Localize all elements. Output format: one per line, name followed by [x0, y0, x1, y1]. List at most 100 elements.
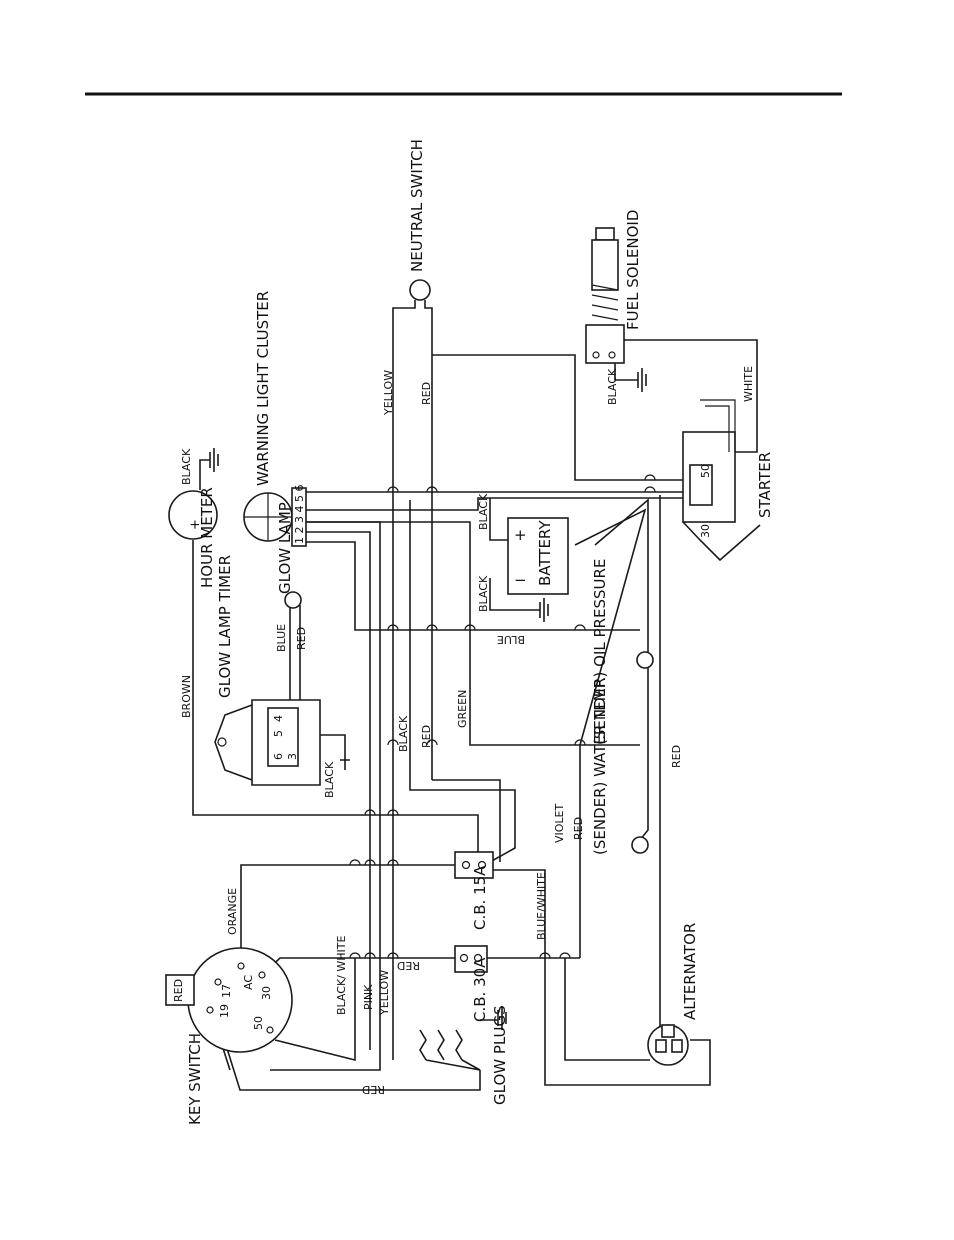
red-wire-sender	[574, 508, 647, 958]
timer-pin-3: 3	[286, 753, 299, 760]
warning-light-terminals: 1 2 3 4 5 6	[293, 485, 306, 544]
ground-icon	[637, 368, 647, 392]
green-wire	[305, 521, 640, 746]
alternator-terminal-l	[655, 1039, 667, 1053]
solenoid-coil	[591, 284, 619, 321]
starter-terminal-50: 50	[699, 464, 712, 478]
wire-label-black-timer: BLACK	[323, 761, 336, 798]
wire-label-blue-oil: BLUE	[497, 633, 525, 646]
wire-label-white: WHITE	[742, 366, 755, 402]
wire-crossovers	[349, 474, 656, 959]
crossover	[539, 952, 551, 959]
oil-sender-symbol	[636, 651, 654, 669]
water-temp-sender: (SENDER) WATER TEMP.	[591, 677, 649, 855]
wire-label-brown: BROWN	[180, 675, 193, 718]
key-switch-tab	[165, 974, 195, 1006]
cb30-terminal	[473, 953, 483, 963]
black-wire-cb15	[409, 500, 516, 863]
key-switch-label: KEY SWITCH	[186, 1033, 204, 1125]
alternator-terminal-b	[661, 1024, 675, 1038]
timer-pin-4: 4	[272, 715, 285, 722]
crossover	[574, 624, 586, 631]
wire-label-black-bat-pos: BLACK	[477, 493, 490, 530]
crossover	[426, 624, 438, 631]
wire-label-green: GREEN	[456, 690, 469, 728]
glow-lamp-label: GLOW LAMP	[276, 502, 294, 594]
glow-plug-bus	[425, 1059, 481, 1071]
starter: 50 30 STARTER	[682, 399, 774, 562]
battery-minus: −	[514, 571, 527, 589]
key-label-19: 19	[218, 1004, 231, 1018]
wire-label-red-key: RED	[172, 979, 185, 1002]
wire-label-yellow: YELLOW	[382, 370, 395, 416]
wire-label-red-glow-plugs: RED	[362, 1083, 385, 1096]
starter-terminal-30: 30	[699, 524, 712, 538]
wire-label-red-cb: RED	[420, 725, 433, 748]
red-wire-solenoid	[432, 354, 683, 481]
solenoid-body	[591, 239, 619, 291]
crossover	[387, 952, 399, 959]
ground-icon	[539, 598, 549, 622]
key-label-50: 50	[252, 1016, 265, 1030]
neutral-switch: NEUTRAL SWITCH	[408, 139, 431, 301]
cb15-body	[454, 851, 494, 879]
wire-label-red-violet: RED	[572, 817, 585, 840]
water-temp-label: (SENDER) WATER TEMP.	[591, 677, 609, 855]
crossover	[387, 486, 399, 493]
wire-label-red-cb30: RED	[397, 959, 420, 972]
timer-pin-6: 6	[272, 753, 285, 760]
glow-plug-coils	[419, 1029, 463, 1061]
cb30-label: C.B. 30A	[471, 957, 489, 1022]
crossover	[349, 952, 361, 959]
neutral-switch-symbol	[409, 279, 431, 301]
key-terminal-ac	[237, 962, 245, 970]
wire-label-black-bat-neg: BLACK	[477, 575, 490, 612]
black-wire-solenoid	[614, 360, 638, 381]
oil-pressure-label: (SENDER) OIL PRESSURE	[591, 559, 609, 745]
crossover	[349, 859, 361, 866]
wire-label-blue-white: BLUE/WHITE	[535, 872, 548, 940]
crossover	[644, 486, 656, 493]
key-label-17: 17	[220, 984, 233, 998]
hour-meter-label: HOUR METER	[198, 487, 216, 588]
wire-label-red-alt: RED	[670, 745, 683, 768]
wire-label-black-cb: BLACK	[397, 715, 410, 752]
key-label-30: 30	[260, 986, 273, 1000]
orange-wire	[240, 864, 458, 955]
ground-icon	[497, 1006, 507, 1030]
key-switch: 17 AC 30 19 50 KEY SWITCH	[165, 947, 293, 1125]
circuit-breaker-30a: C.B. 30A	[454, 945, 489, 1022]
timer-mount	[214, 704, 253, 781]
black-wire-timer	[320, 734, 346, 760]
wire-label-pink: PINK	[362, 984, 375, 1010]
red-wire-cb15	[432, 779, 501, 862]
crossover	[364, 952, 376, 959]
hour-meter-plus: +	[188, 519, 203, 530]
red-wire-alt-feed	[564, 958, 650, 1061]
glow-lamp-timer: 4 5 6 3 GLOW LAMP TIMER	[214, 555, 321, 786]
battery-black-pos	[489, 498, 508, 541]
brown-wire	[192, 540, 479, 858]
white-wire-starter	[620, 339, 758, 453]
crossover	[387, 739, 399, 746]
warning-light-cross	[244, 493, 292, 541]
neutral-switch-label: NEUTRAL SWITCH	[408, 139, 426, 272]
key-terminal-19	[206, 1006, 214, 1014]
water-sender-symbol	[631, 836, 649, 854]
battery-plus: +	[514, 526, 527, 544]
circuit-breaker-15a: C.B. 15A	[454, 851, 494, 930]
cb15-terminal	[477, 860, 487, 870]
wire-label-black: BLACK	[606, 368, 619, 405]
battery-body	[507, 517, 569, 595]
wire-label-violet: VIOLET	[553, 803, 566, 843]
wire-label-yellow-key: YELLOW	[378, 970, 391, 1016]
crossover	[426, 486, 438, 493]
crossover	[364, 859, 376, 866]
crossover	[464, 624, 476, 631]
timer-terminal-block	[267, 707, 299, 767]
hour-meter-dial	[168, 490, 218, 540]
solenoid-pin	[608, 351, 616, 359]
crossover	[574, 739, 586, 746]
wire-label-orange: ORANGE	[226, 888, 239, 935]
